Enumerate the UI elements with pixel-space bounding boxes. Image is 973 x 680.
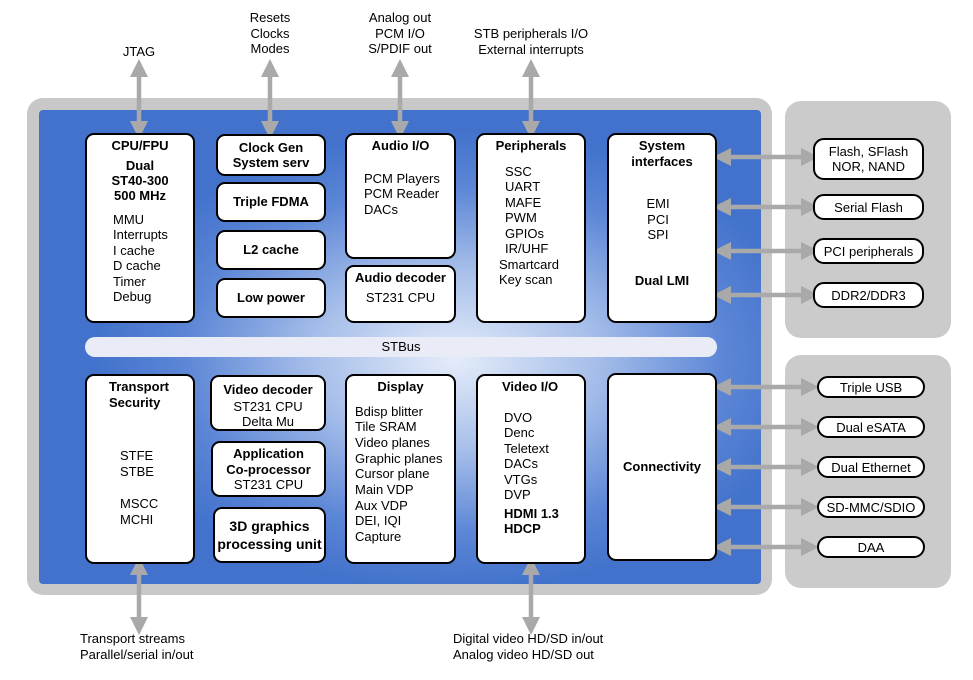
- dual-esata-pill: Dual eSATA: [817, 416, 925, 438]
- low-power-block: Low power: [216, 278, 326, 318]
- daa-pill: DAA: [817, 536, 925, 558]
- audio-io-block: Audio I/O PCM Players PCM Reader DACs: [345, 133, 456, 259]
- pci-peripherals-pill: PCI peripherals: [813, 238, 924, 264]
- cpu-fpu-block: CPU/FPU Dual ST40-300 500 MHz MMU Interr…: [85, 133, 195, 323]
- stbus-bar: STBus: [85, 337, 717, 357]
- audio-decoder-block: Audio decoder ST231 CPU: [345, 265, 456, 323]
- label-jtag: JTAG: [122, 44, 156, 59]
- display-block: Display Bdisp blitter Tile SRAM Video pl…: [345, 374, 456, 564]
- dual-ethernet-pill: Dual Ethernet: [817, 456, 925, 478]
- sd-mmc-sdio-pill: SD-MMC/SDIO: [817, 496, 925, 518]
- peripherals-block: Peripherals SSC UART MAFE PWM GPIOs IR/U…: [476, 133, 586, 323]
- triple-fdma-block: Triple FDMA: [216, 182, 326, 222]
- video-decoder-block: Video decoder ST231 CPU Delta Mu: [210, 375, 326, 431]
- triple-usb-pill: Triple USB: [817, 376, 925, 398]
- connectivity-block: Connectivity: [607, 373, 717, 561]
- video-io-block: Video I/O DVO Denc Teletext DACs VTGs DV…: [476, 374, 586, 564]
- serial-flash-pill: Serial Flash: [813, 194, 924, 220]
- l2-cache-block: L2 cache: [216, 230, 326, 270]
- ddr-pill: DDR2/DDR3: [813, 282, 924, 308]
